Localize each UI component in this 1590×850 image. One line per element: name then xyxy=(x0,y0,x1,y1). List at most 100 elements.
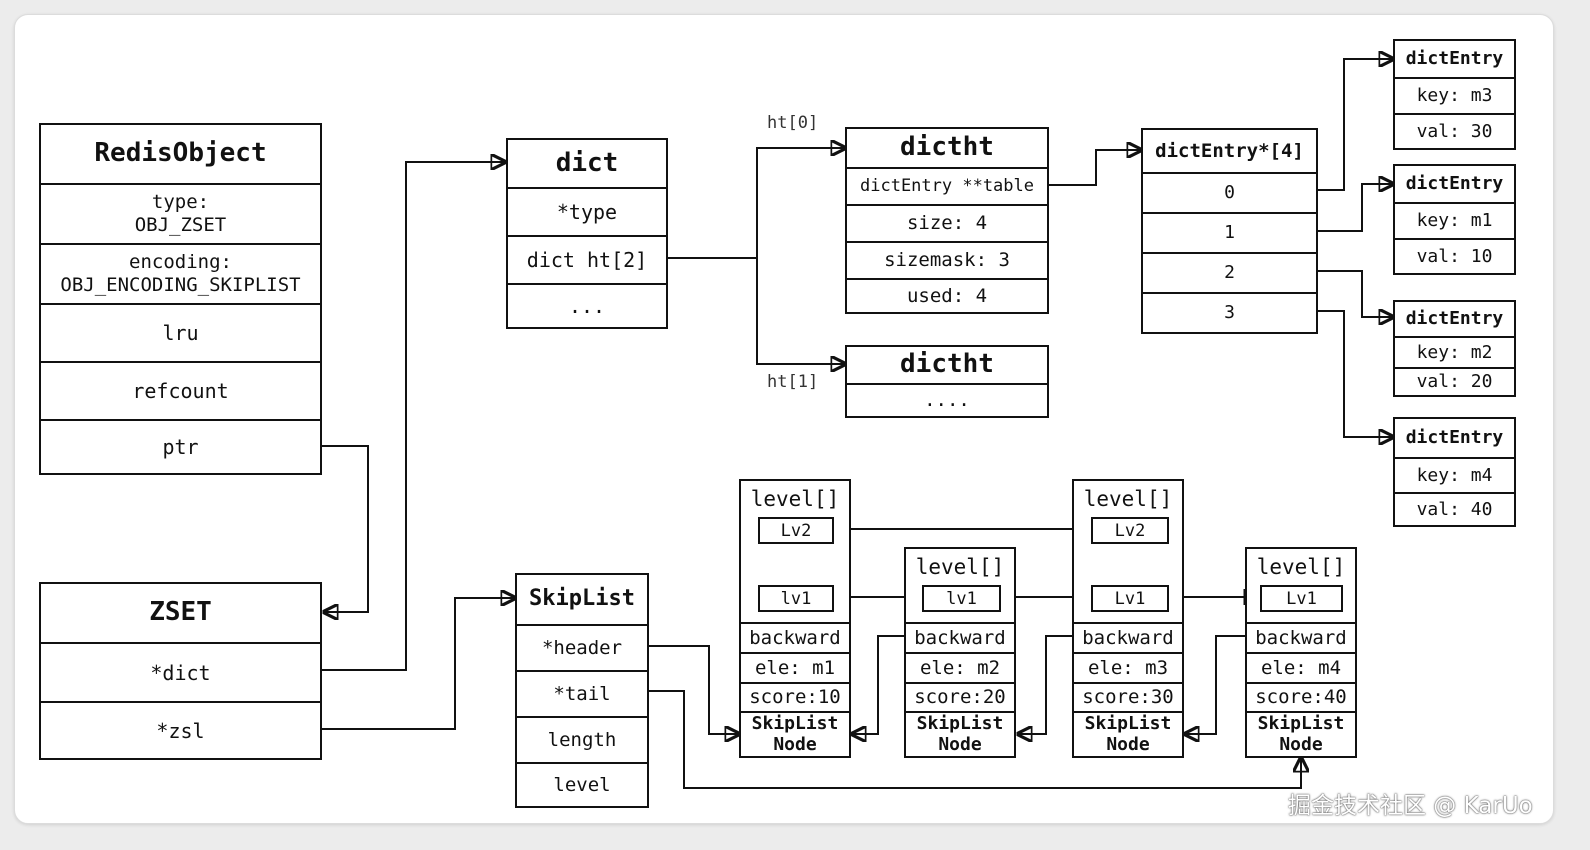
dictht-0-field-table: dictEntry **table xyxy=(847,167,1047,204)
dictht-1-field-more: .... xyxy=(847,383,1047,416)
skiplist-node-m2: level[] lv1 backward ele: m2 score:20 Sk… xyxy=(904,547,1016,758)
skiplist-field-tail: *tail xyxy=(517,670,647,716)
node-type-line2: Node xyxy=(938,733,982,755)
arrow-bucket-3 xyxy=(1317,310,1393,437)
redis-object-field-type: type: OBJ_ZSET xyxy=(41,183,320,243)
arrow-zsl-to-skiplist xyxy=(320,598,515,730)
zset-field-dict: *dict xyxy=(41,642,320,701)
node-level-lv2: Lv2 xyxy=(758,517,834,544)
dict-entry-val: val: 40 xyxy=(1395,492,1514,525)
node-type-line2: Node xyxy=(773,733,817,755)
dict-entry-title: dictEntry xyxy=(1405,173,1504,195)
dictht-1-title: dictht xyxy=(900,349,994,380)
node-score: score:10 xyxy=(741,682,849,711)
node-type-label: SkipList Node xyxy=(741,711,849,756)
zset-field-zsl: *zsl xyxy=(41,701,320,758)
redis-object-field-encoding: encoding: OBJ_ENCODING_SKIPLIST xyxy=(41,243,320,303)
node-level-label: level[] xyxy=(1083,487,1173,511)
node-type-label: SkipList Node xyxy=(1074,711,1182,756)
node-type-line1: SkipList xyxy=(751,712,839,734)
dict-entry-title: dictEntry xyxy=(1405,308,1504,330)
bucket-0: 0 xyxy=(1143,172,1316,212)
dict-entry-m1: dictEntry key: m1 val: 10 xyxy=(1393,164,1516,275)
arrow-dict-to-dictstruct xyxy=(320,162,505,671)
arrow-table xyxy=(1048,150,1141,186)
skiplist-node-m1: level[] Lv2 lv1 backward ele: m1 score:1… xyxy=(739,479,851,758)
node-score: score:40 xyxy=(1247,682,1355,711)
node-score: score:30 xyxy=(1074,682,1182,711)
dict-entry-m2: dictEntry key: m2 val: 20 xyxy=(1393,300,1516,397)
dict-entry-key: key: m2 xyxy=(1395,336,1514,367)
skiplist-field-level: level xyxy=(517,762,647,806)
bucket-1: 1 xyxy=(1143,212,1316,252)
node-type-label: SkipList Node xyxy=(1247,711,1355,756)
bucket-array-title: dictEntry*[4] xyxy=(1155,139,1304,162)
arrow-ht0 xyxy=(667,148,845,259)
node-backward: backward xyxy=(741,622,849,652)
redis-object-field-ptr: ptr xyxy=(41,419,320,473)
dict-entry-m4: dictEntry key: m4 val: 40 xyxy=(1393,417,1516,527)
dictht-0-title: dictht xyxy=(900,132,994,163)
node-level-lv1: lv1 xyxy=(922,585,1001,612)
dict-field-more: ... xyxy=(508,283,666,327)
zset-struct: ZSET *dict *zsl xyxy=(39,582,322,760)
node-level-lv1: lv1 xyxy=(758,585,834,612)
arrow-backward-m2 xyxy=(852,635,905,734)
arrow-ht1 xyxy=(756,258,845,364)
arrow-backward-m4 xyxy=(1185,635,1246,734)
skiplist-struct: SkipList *header *tail length level xyxy=(515,573,649,808)
skiplist-field-header: *header xyxy=(517,624,647,670)
dict-struct: dict *type dict ht[2] ... xyxy=(506,138,668,329)
skiplist-node-m4: level[] Lv1 backward ele: m4 score:40 Sk… xyxy=(1245,547,1357,758)
ht0-label: ht[0] xyxy=(767,113,819,133)
node-level-label: level[] xyxy=(915,555,1005,579)
node-ele: ele: m1 xyxy=(741,652,849,682)
dictht-0-field-size: size: 4 xyxy=(847,204,1047,241)
dict-title: dict xyxy=(555,147,619,178)
bucket-2: 2 xyxy=(1143,252,1316,292)
redis-object-field-lru: lru xyxy=(41,303,320,361)
dict-entry-title: dictEntry xyxy=(1405,427,1504,449)
field-type-name: type: xyxy=(151,191,210,214)
node-backward: backward xyxy=(906,622,1014,652)
node-type-line1: SkipList xyxy=(1257,712,1345,734)
node-type-label: SkipList Node xyxy=(906,711,1014,756)
dictht-0-field-sizemask: sizemask: 3 xyxy=(847,241,1047,278)
skiplist-title: SkipList xyxy=(529,586,635,612)
node-ele: ele: m2 xyxy=(906,652,1014,682)
bucket-array: dictEntry*[4] 0 1 2 3 xyxy=(1141,128,1318,334)
watermark: 掘金技术社区 @ KarUo xyxy=(1288,793,1533,819)
dict-entry-key: key: m1 xyxy=(1395,202,1514,238)
skiplist-field-length: length xyxy=(517,716,647,762)
dictht-1-struct: dictht .... xyxy=(845,345,1049,418)
node-score: score:20 xyxy=(906,682,1014,711)
dict-entry-val: val: 30 xyxy=(1395,113,1514,148)
arrow-tail xyxy=(648,690,1301,789)
node-level-label: level[] xyxy=(750,487,840,511)
node-ele: ele: m3 xyxy=(1074,652,1182,682)
dict-entry-val: val: 10 xyxy=(1395,238,1514,273)
dictht-0-struct: dictht dictEntry **table size: 4 sizemas… xyxy=(845,127,1049,314)
arrow-bucket-2 xyxy=(1317,270,1393,317)
bucket-3: 3 xyxy=(1143,292,1316,332)
field-encoding-name: encoding: xyxy=(129,251,232,274)
node-ele: ele: m4 xyxy=(1247,652,1355,682)
dict-field-type: *type xyxy=(508,187,666,235)
arrow-backward-m3 xyxy=(1018,635,1073,734)
zset-title: ZSET xyxy=(149,597,212,628)
dict-entry-key: key: m3 xyxy=(1395,77,1514,113)
redis-object-title: RedisObject xyxy=(94,138,267,169)
dict-entry-key: key: m4 xyxy=(1395,457,1514,492)
dict-entry-val: val: 20 xyxy=(1395,367,1514,395)
field-encoding-value: OBJ_ENCODING_SKIPLIST xyxy=(60,274,301,296)
node-level-label: level[] xyxy=(1256,555,1346,579)
skiplist-node-m3: level[] Lv2 Lv1 backward ele: m3 score:3… xyxy=(1072,479,1184,758)
redis-object-struct: RedisObject type: OBJ_ZSET encoding: OBJ… xyxy=(39,123,322,475)
arrow-bucket-0 xyxy=(1317,59,1393,191)
dictht-0-field-used: used: 4 xyxy=(847,278,1047,312)
dict-entry-m3: dictEntry key: m3 val: 30 xyxy=(1393,39,1516,150)
arrow-header xyxy=(648,645,739,734)
arrow-ptr-to-zset xyxy=(320,445,369,612)
field-type-value: OBJ_ZSET xyxy=(134,214,227,236)
